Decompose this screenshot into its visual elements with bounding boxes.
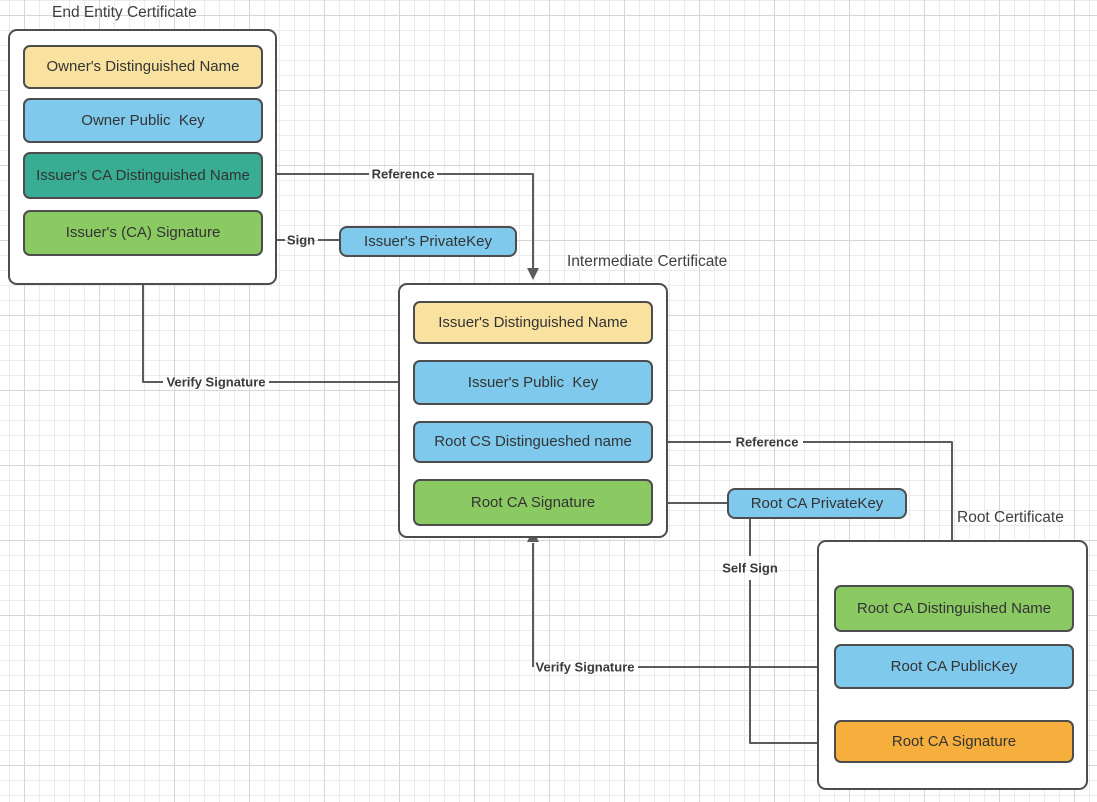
field-issuers-public-key: Issuer's Public Key <box>413 360 653 405</box>
field-issuers-ca-signature: Issuer's (CA) Signature <box>23 210 263 256</box>
field-root-cs-distingueshed-name: Root CS Distingueshed name <box>413 421 653 463</box>
intermediate-certificate-title: Intermediate Certificate <box>567 253 728 270</box>
edge-label-sign: Sign <box>286 232 316 248</box>
intermediate-certificate-container: Issuer's Distinguished Name Issuer's Pub… <box>398 283 668 538</box>
edge-label-reference-2: Reference <box>735 434 799 450</box>
edge-label-reference-1: Reference <box>371 166 435 182</box>
edge-label-verify-signature-2: Verify Signature <box>535 659 635 675</box>
field-root-ca-signature-intermediate: Root CA Signature <box>413 479 653 526</box>
edge-label-verify-signature-1: Verify Signature <box>166 374 266 390</box>
issuers-private-key-box: Issuer's PrivateKey <box>339 226 517 257</box>
field-owner-public-key: Owner Public Key <box>23 98 263 143</box>
root-ca-private-key-box: Root CA PrivateKey <box>727 488 907 519</box>
end-entity-certificate-title: End Entity Certificate <box>52 4 197 21</box>
root-certificate-title: Root Certificate <box>957 509 1064 526</box>
field-root-ca-publickey: Root CA PublicKey <box>834 644 1074 689</box>
field-issuers-distinguished-name: Issuer's Distinguished Name <box>413 301 653 344</box>
field-issuers-ca-distinguished-name: Issuer's CA Distinguished Name <box>23 152 263 199</box>
field-root-ca-distinguished-name: Root CA Distinguished Name <box>834 585 1074 632</box>
verify-signature-arrow-2 <box>527 530 834 668</box>
end-entity-certificate-container: Owner's Distinguished Name Owner Public … <box>8 29 277 285</box>
root-certificate-container: Root CA Distinguished Name Root CA Publi… <box>817 540 1088 790</box>
field-owners-distinguished-name: Owner's Distinguished Name <box>23 45 263 89</box>
field-root-ca-signature-root: Root CA Signature <box>834 720 1074 763</box>
edge-label-self-sign: Self Sign <box>722 560 778 576</box>
